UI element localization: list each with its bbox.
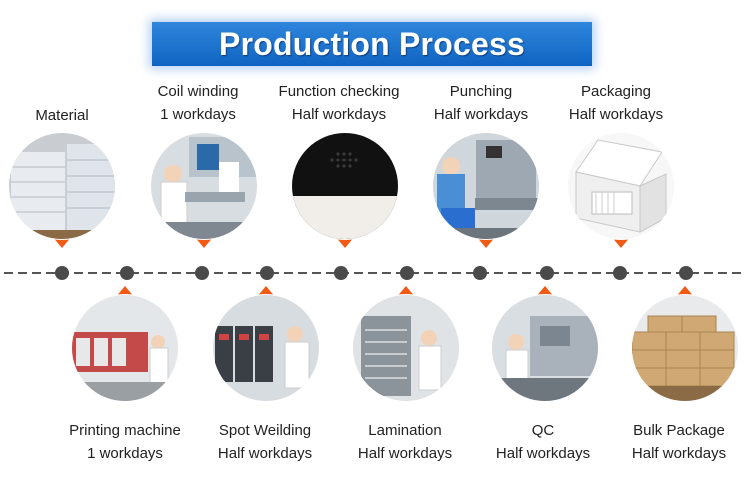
step-punching: Punching Half workdays bbox=[406, 80, 556, 126]
timeline-dot bbox=[613, 266, 627, 280]
step-name: Spot Weilding bbox=[218, 422, 312, 439]
material-photo bbox=[7, 132, 117, 248]
coil-winding-photo bbox=[149, 132, 259, 248]
step-duration: Half workdays bbox=[568, 106, 664, 123]
timeline-dot bbox=[400, 266, 414, 280]
step-name: Material bbox=[35, 107, 89, 124]
step-duration: Half workdays bbox=[631, 445, 727, 462]
timeline-dot bbox=[55, 266, 69, 280]
step-duration: Half workdays bbox=[291, 106, 387, 123]
packaging-photo bbox=[566, 132, 676, 248]
step-lamination: Lamination Half workdays bbox=[330, 419, 480, 465]
timeline-dot bbox=[120, 266, 134, 280]
step-name: Packaging bbox=[580, 83, 652, 100]
timeline-dot bbox=[540, 266, 554, 280]
timeline-dot bbox=[195, 266, 209, 280]
page-title: Production Process bbox=[219, 25, 525, 62]
punching-photo bbox=[431, 132, 541, 248]
step-packaging: Packaging Half workdays bbox=[541, 80, 691, 126]
step-duration: 1 workdays bbox=[87, 445, 163, 462]
title-banner: Production Process bbox=[152, 22, 592, 66]
printing-machine-photo bbox=[70, 286, 180, 402]
step-duration: Half workdays bbox=[357, 445, 453, 462]
step-function-checking: Function checking Half workdays bbox=[264, 80, 414, 126]
step-name: Coil winding bbox=[157, 83, 239, 100]
timeline-dot bbox=[473, 266, 487, 280]
step-duration: 1 workdays bbox=[160, 106, 236, 123]
step-name: Lamination bbox=[368, 422, 442, 439]
lamination-photo bbox=[351, 286, 461, 402]
qc-photo bbox=[490, 286, 600, 402]
step-coil-winding: Coil winding 1 workdays bbox=[123, 80, 273, 126]
bulk-package-photo bbox=[630, 286, 740, 402]
step-name: Function checking bbox=[278, 83, 400, 100]
step-material: Material bbox=[0, 104, 137, 127]
step-printing-machine: Printing machine 1 workdays bbox=[50, 419, 200, 465]
step-duration: Half workdays bbox=[495, 445, 591, 462]
step-duration: Half workdays bbox=[433, 106, 529, 123]
step-bulk-package: Bulk Package Half workdays bbox=[604, 419, 750, 465]
timeline-dot bbox=[260, 266, 274, 280]
step-name: Bulk Package bbox=[633, 422, 725, 439]
step-name: Printing machine bbox=[69, 422, 181, 439]
timeline-line bbox=[4, 272, 746, 274]
spot-welding-photo bbox=[211, 286, 321, 402]
step-duration: Half workdays bbox=[217, 445, 313, 462]
step-name: QC bbox=[531, 422, 555, 439]
step-spot-welding: Spot Weilding Half workdays bbox=[190, 419, 340, 465]
step-name: Punching bbox=[449, 83, 513, 100]
timeline-dot bbox=[334, 266, 348, 280]
function-checking-photo bbox=[290, 132, 400, 248]
step-qc: QC Half workdays bbox=[468, 419, 618, 465]
timeline-dot bbox=[679, 266, 693, 280]
